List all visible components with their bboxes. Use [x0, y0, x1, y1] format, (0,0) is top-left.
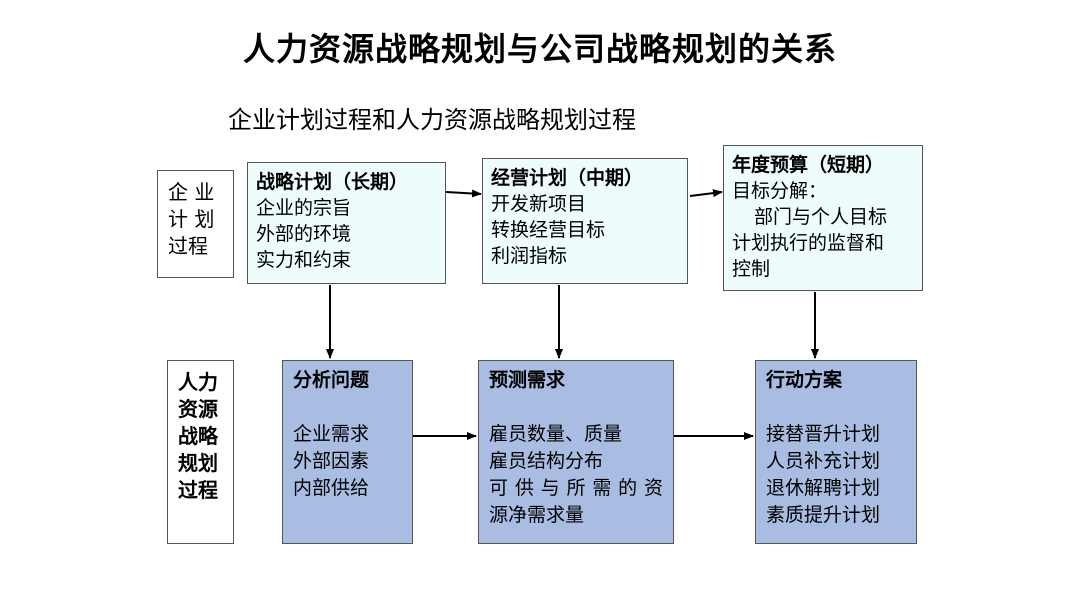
page-subtitle: 企业计划过程和人力资源战略规划过程 — [228, 106, 636, 134]
box-line: 外部的环境 — [256, 223, 352, 245]
page-title: 人力资源战略规划与公司战略规划的关系 — [242, 30, 837, 68]
row-label-line: 过程 — [178, 478, 218, 502]
box-heading: 经营计划（中期） — [491, 167, 644, 189]
row-label-line: 规划 — [178, 451, 218, 475]
box-line: 雇员结构分布 — [489, 450, 604, 472]
box-line: 雇员数量、质量 — [489, 423, 623, 445]
operating-plan-box: 经营计划（中期） 开发新项目 转换经营目标 利润指标 — [482, 158, 688, 284]
box-line: 企业需求 — [293, 423, 370, 445]
box-line: 企业的宗旨 — [256, 197, 352, 219]
box-line: 内部供给 — [293, 477, 370, 499]
box-line: 实力和约束 — [256, 249, 352, 271]
row-label-line: 过程 — [168, 234, 208, 258]
box-line: 部门与个人目标 — [754, 206, 888, 228]
forecast-demand-box: 预测需求 雇员数量、质量 雇员结构分布 可供与所需的资 源净需求量 — [478, 360, 674, 544]
row-label-line: 企 业 — [168, 180, 215, 204]
arrow-operating-to-budget — [689, 189, 723, 198]
box-line: 利润指标 — [491, 245, 568, 267]
box-line: 可供与所需的资 — [489, 477, 663, 499]
row-label-line: 人力 — [178, 370, 218, 394]
box-line: 转换经营目标 — [491, 219, 606, 241]
row-label-line: 计 划 — [168, 207, 215, 231]
box-line: 人员补充计划 — [766, 450, 881, 472]
row-label-line: 战略 — [178, 424, 218, 448]
box-line: 接替晋升计划 — [766, 423, 881, 445]
box-line: 计划执行的监督和 — [732, 232, 885, 254]
strategic-plan-box: 战略计划（长期） 企业的宗旨 外部的环境 实力和约束 — [247, 162, 446, 284]
arrow-strategic-to-operating — [445, 189, 482, 198]
box-heading: 战略计划（长期） — [256, 171, 409, 193]
box-line: 开发新项目 — [491, 193, 587, 215]
box-line: 控制 — [732, 258, 771, 280]
box-heading: 行动方案 — [766, 369, 843, 391]
row-label-hr: 人力 资源 战略 规划 过程 — [167, 360, 234, 544]
analyze-problem-box: 分析问题 企业需求 外部因素 内部供给 — [282, 360, 413, 544]
box-line: 目标分解： — [732, 180, 828, 202]
box-heading: 年度预算（短期） — [732, 154, 885, 176]
row-label-enterprise: 企 业 计 划 过程 — [157, 170, 234, 278]
box-heading: 分析问题 — [293, 369, 370, 391]
box-line: 外部因素 — [293, 450, 370, 472]
annual-budget-box: 年度预算（短期） 目标分解： 部门与个人目标 计划执行的监督和 控制 — [723, 145, 923, 291]
row-label-line: 资源 — [178, 397, 218, 421]
action-plan-box: 行动方案 接替晋升计划 人员补充计划 退休解聘计划 素质提升计划 — [755, 360, 917, 544]
box-line: 素质提升计划 — [766, 504, 881, 526]
box-line: 退休解聘计划 — [766, 477, 881, 499]
box-line: 源净需求量 — [489, 504, 585, 526]
box-heading: 预测需求 — [489, 369, 566, 391]
